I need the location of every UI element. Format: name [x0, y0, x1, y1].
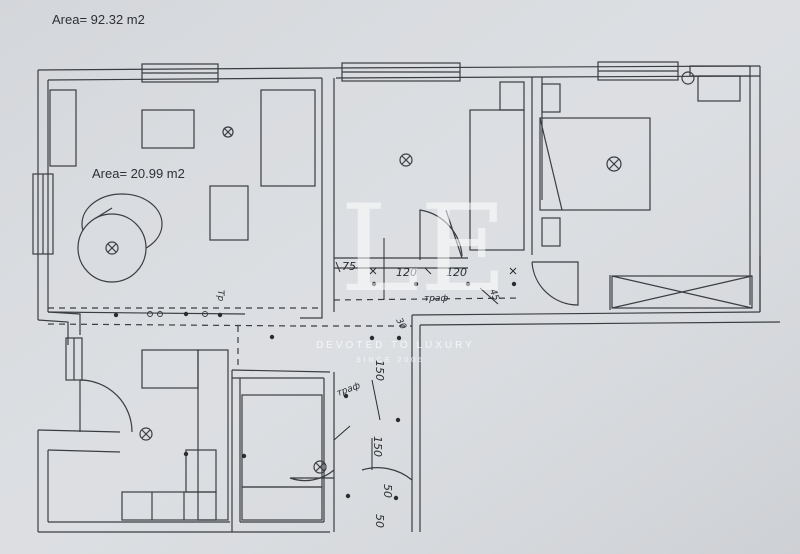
- door-bathroom: [289, 469, 335, 482]
- socket-dot: [369, 335, 375, 341]
- socket-dots: [113, 281, 517, 501]
- wall-corridor-top-outer: [411, 311, 761, 316]
- socket-dot: [345, 493, 351, 499]
- master-bed: [539, 117, 651, 211]
- light-fixture-icon: [606, 156, 622, 172]
- door-lower-room: [79, 379, 133, 433]
- storage-box: [611, 275, 753, 309]
- windows: [32, 61, 751, 381]
- light-fixture-icon: [399, 153, 413, 167]
- annotation-dim-150b: 150: [371, 436, 384, 457]
- annotation-dim-120a: 120: [396, 266, 417, 279]
- lower-cabinet: [121, 491, 217, 521]
- light-fixture-icon: [139, 427, 153, 441]
- annotation-dim-45: 45: [487, 288, 500, 302]
- socket-dot: [241, 453, 247, 459]
- light-fixture-icon: [313, 460, 327, 474]
- socket-dot: [183, 451, 189, 457]
- living-sofa: [260, 89, 316, 187]
- door-middle-bedroom: [419, 209, 463, 260]
- living-table: [141, 109, 195, 149]
- socket-dot: [113, 312, 119, 318]
- socket-dot: [465, 281, 471, 287]
- wall-top-left-inner: [47, 77, 323, 81]
- wall-top-left-outer: [37, 67, 331, 71]
- living-shelf: [49, 89, 77, 167]
- socket-dot: [217, 312, 223, 318]
- socket-dot: [269, 334, 275, 340]
- small-outlets: [147, 311, 208, 317]
- annotation-dim-150a: 150: [373, 360, 386, 381]
- socket-dot: [395, 417, 401, 423]
- socket-dot: [183, 311, 189, 317]
- nightstand-top: [541, 83, 561, 113]
- interior-walls: [47, 77, 761, 532]
- annotation-tr: Тр: [215, 290, 225, 301]
- wardrobe-middle: [469, 109, 525, 251]
- watermark-since: SINCE 2005: [356, 357, 425, 364]
- living-armchair: [209, 185, 249, 241]
- wall-corridor-top-inner: [419, 321, 781, 326]
- annotation-dim-75: 75: [342, 260, 356, 273]
- wall-top-mid-inner: [335, 76, 541, 79]
- watermark-monogram: LE: [340, 180, 507, 319]
- total-area-label: Area= 92.32 m2: [52, 12, 145, 27]
- room-area-label: Area= 20.99 m2: [92, 166, 185, 181]
- light-fixture-icon: [105, 241, 119, 255]
- dimension-ticks: [333, 238, 517, 470]
- furniture: [49, 71, 753, 521]
- watermark: LE DEVOTED TO LUXURY SINCE 2005: [316, 180, 507, 364]
- annotation-dim-120b: 120: [446, 266, 467, 279]
- light-fixture-icon: [222, 126, 234, 138]
- door-master: [531, 261, 579, 306]
- door-entrance: [361, 467, 413, 481]
- socket-dot: [393, 495, 399, 501]
- annotation-dim-50b: 50: [381, 484, 394, 498]
- socket-dot: [413, 281, 419, 287]
- wall-top-right-outer: [329, 65, 761, 69]
- socket-dot: [371, 281, 377, 287]
- watermark-brand: DEVOTED TO LUXURY: [316, 340, 475, 351]
- desk-master: [697, 75, 741, 102]
- socket-dot: [511, 281, 517, 287]
- annotation-traf-1: траф: [424, 294, 448, 304]
- socket-dot: [343, 393, 349, 399]
- beam-dashed-lines: [47, 297, 521, 368]
- annotation-dim-50a: 50: [373, 514, 386, 528]
- doors: [79, 209, 579, 482]
- socket-dot: [396, 335, 402, 341]
- nightstand-bottom: [541, 217, 561, 247]
- light-fixtures: [105, 126, 622, 474]
